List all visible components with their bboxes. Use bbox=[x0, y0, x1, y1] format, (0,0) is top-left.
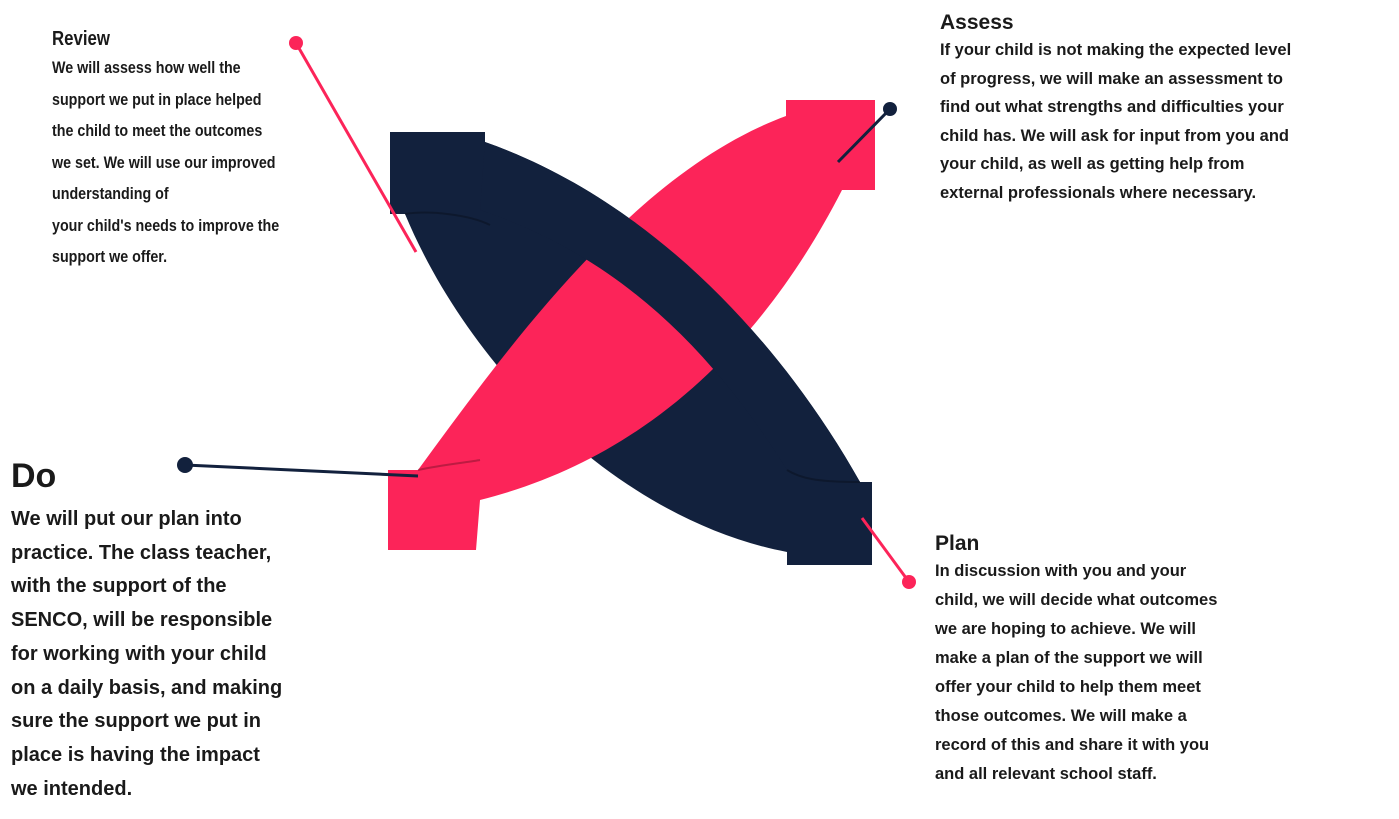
do-text-line: with the support of the bbox=[11, 575, 227, 598]
assess-text-line: If your child is not making the expected… bbox=[940, 41, 1292, 59]
review-text-line: We will assess how well the bbox=[52, 58, 241, 77]
plan-text-line: make a plan of the support we will bbox=[935, 649, 1203, 667]
pink-band bbox=[388, 100, 875, 550]
review-text-line: understanding of bbox=[52, 184, 169, 203]
assess-text-line: your child, as well as getting help from bbox=[940, 155, 1245, 173]
do-text-line: practice. The class teacher, bbox=[11, 541, 272, 564]
review-text-line: support we put in place helped bbox=[52, 89, 262, 109]
assess-title: Assess bbox=[940, 11, 1014, 34]
review-pin-line bbox=[294, 42, 418, 253]
plan-text-line: In discussion with you and your bbox=[935, 562, 1187, 580]
plan-text-line: and all relevant school staff. bbox=[935, 765, 1157, 783]
do-pin-dot bbox=[177, 457, 193, 473]
plan-text-line: child, we will decide what outcomes bbox=[935, 591, 1218, 609]
review-pin-dot bbox=[289, 36, 303, 50]
do-title: Do bbox=[11, 457, 57, 495]
review-section: Review We will assess how well the suppo… bbox=[52, 26, 322, 273]
do-text-line: SENCO, will be responsible bbox=[11, 609, 273, 632]
weave-line-1 bbox=[404, 211, 491, 226]
review-title: Review bbox=[52, 28, 110, 50]
plan-title: Plan bbox=[935, 532, 980, 555]
assess-text-line: child has. We will ask for input from yo… bbox=[940, 126, 1289, 145]
weave-line-2 bbox=[417, 459, 481, 471]
plan-text-line: record of this and share it with you bbox=[935, 736, 1210, 754]
review-text-line: support we offer. bbox=[52, 247, 168, 266]
plan-text-line: those outcomes. We will make a bbox=[935, 707, 1187, 725]
plan-text-line: offer your child to help them meet bbox=[935, 678, 1201, 696]
weave-line-3 bbox=[786, 469, 861, 483]
review-text-line: the child to meet the outcomes bbox=[52, 121, 263, 140]
assess-section: Assess If your child is not making the e… bbox=[940, 10, 1291, 207]
do-text-line: on a daily basis, and making bbox=[11, 676, 283, 699]
do-section: Do We will put our plan into practice. T… bbox=[11, 455, 282, 806]
do-text-line: We will put our plan into bbox=[11, 508, 242, 530]
navy-band-upper bbox=[480, 142, 860, 482]
assess-text-line: of progress, we will make an assessment … bbox=[940, 69, 1283, 88]
do-text-line: place is having the impact bbox=[11, 743, 260, 766]
plan-pin-line bbox=[860, 517, 911, 583]
plan-pin-dot bbox=[902, 575, 916, 589]
assess-text-line: find out what strengths and difficulties… bbox=[940, 98, 1284, 116]
plan-text-line: we are hoping to achieve. We will bbox=[935, 620, 1197, 638]
do-pin-line bbox=[184, 463, 419, 478]
review-text-line: we set. We will use our improved bbox=[52, 152, 276, 172]
do-text-line: we intended. bbox=[11, 777, 133, 800]
assess-pin-line bbox=[836, 107, 892, 164]
do-text-line: sure the support we put in bbox=[11, 710, 262, 733]
assess-pin-dot bbox=[883, 102, 897, 116]
do-text-line: for working with your child bbox=[11, 642, 267, 665]
plan-section: Plan In discussion with you and your chi… bbox=[935, 531, 1217, 789]
review-text-line: your child's needs to improve the bbox=[52, 215, 280, 235]
assess-text-line: external professionals where necessary. bbox=[940, 183, 1257, 202]
